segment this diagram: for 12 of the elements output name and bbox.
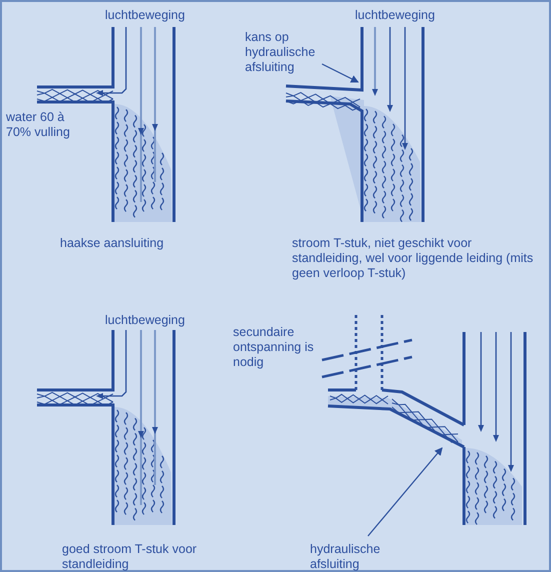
leader-line bbox=[322, 63, 359, 83]
caption: haakse aansluiting bbox=[60, 236, 165, 251]
vent-note: secundaire ontspanning is nodig bbox=[233, 325, 315, 370]
caption: goed stroom T-stuk voor standleiding bbox=[62, 542, 198, 572]
callout-label: kans op hydraulische afsluiting bbox=[245, 30, 325, 75]
leader-line bbox=[368, 447, 443, 536]
air-flow-label: luchtbeweging bbox=[354, 8, 436, 23]
callout-label: hydraulische afsluiting bbox=[310, 542, 420, 572]
air-flow-label: luchtbeweging bbox=[104, 313, 186, 328]
caption: stroom T-stuk, niet geschikt voor standleiding, wel voor liggende leiding (mits geen verloop T-stuk) bbox=[292, 236, 534, 281]
air-flow-label: luchtbeweging bbox=[104, 8, 186, 23]
water-fill-note: water 60 à 70% vulling bbox=[6, 110, 71, 140]
